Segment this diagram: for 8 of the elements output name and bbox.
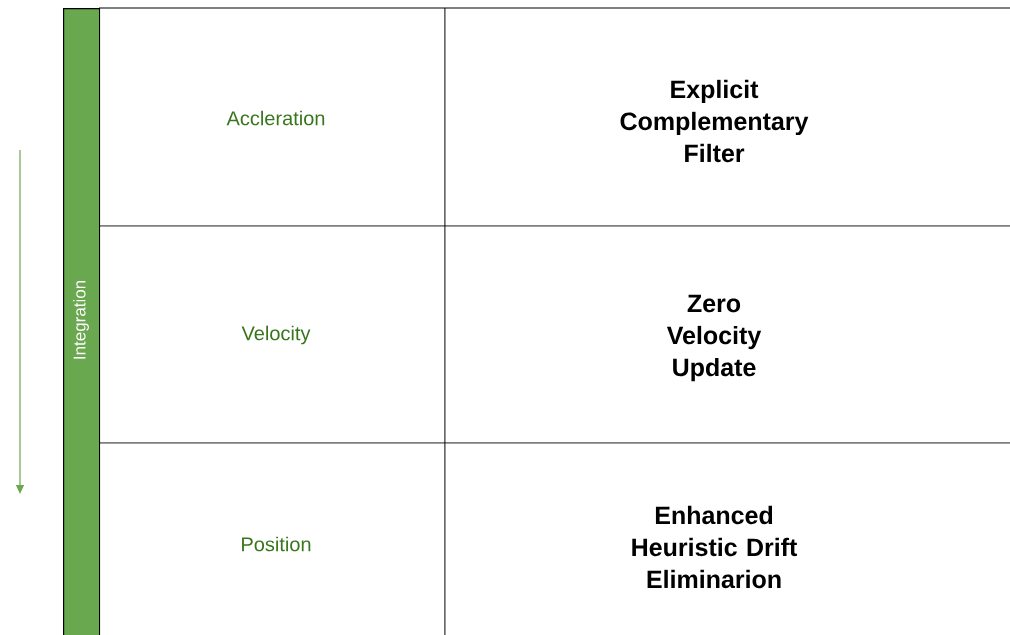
band-label: Integration [73, 280, 89, 359]
method-label: Enhanced Heuristic Drift Eliminarion [632, 505, 797, 589]
row-label: Velocity [241, 325, 311, 345]
method-label: Zero Velocity Update [666, 294, 762, 382]
vertical-band [63, 8, 101, 635]
row-label: Position [242, 536, 311, 552]
row-label: Accleration [226, 110, 325, 126]
method-label: Explicit Complementary Filter [620, 79, 809, 163]
